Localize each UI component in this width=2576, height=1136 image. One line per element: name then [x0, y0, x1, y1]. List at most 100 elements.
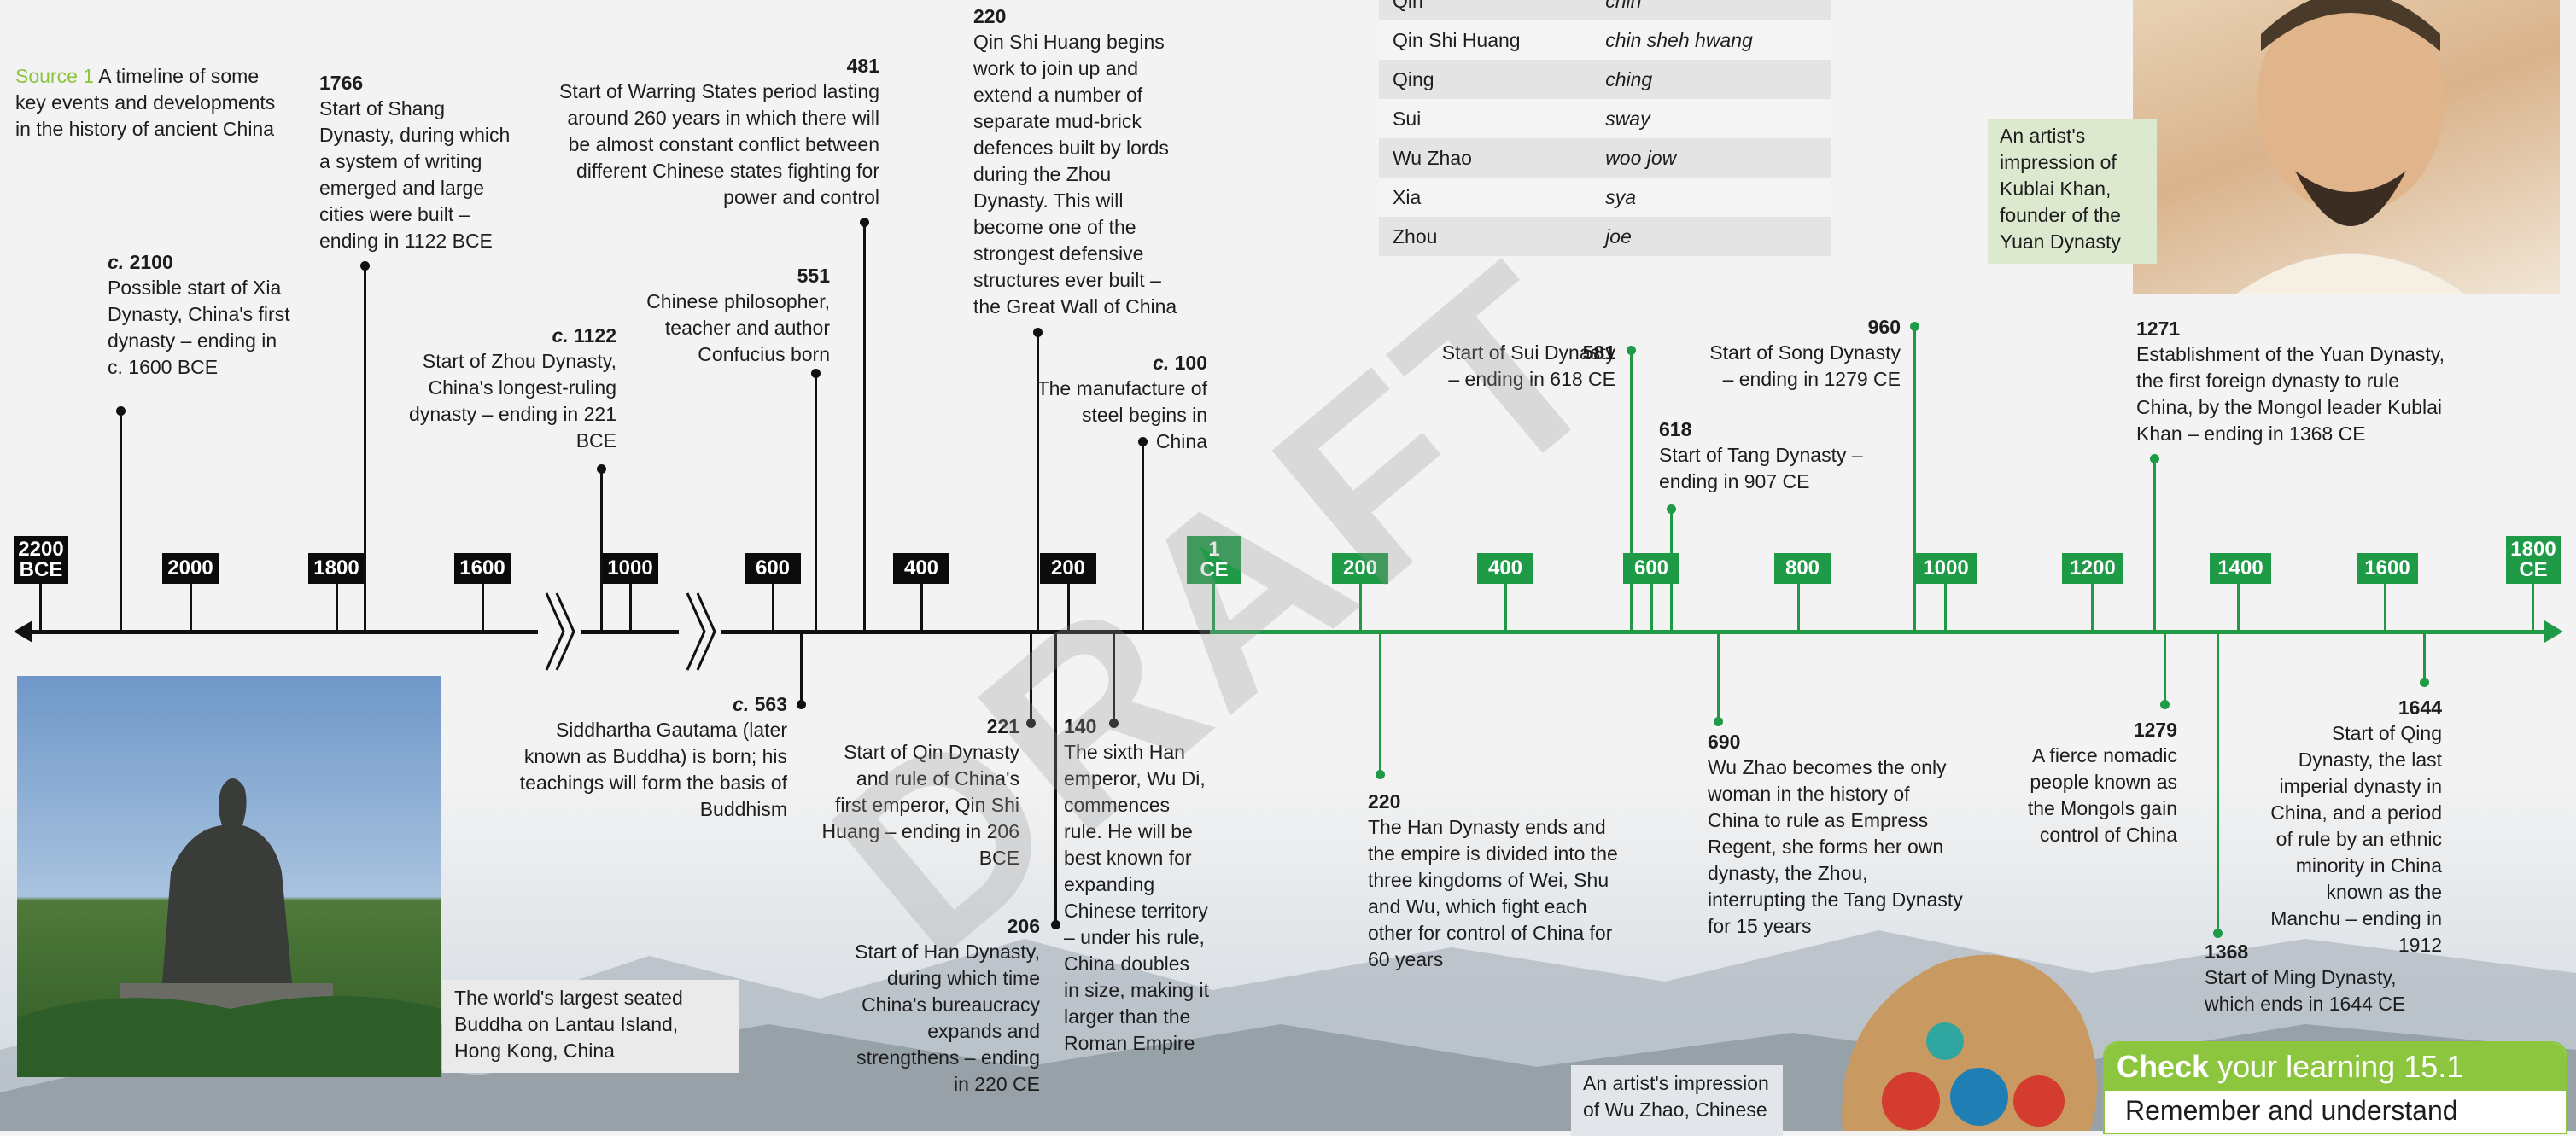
- source-label: Source 1: [15, 65, 95, 87]
- name-cell: Sui: [1379, 99, 1592, 138]
- event-year: 221: [986, 715, 1019, 737]
- name-cell: Zhou: [1379, 217, 1592, 256]
- event-stem: [1717, 633, 1720, 720]
- name-cell: Xia: [1379, 178, 1592, 217]
- event-stem: [1670, 510, 1673, 632]
- axis-tick: [1359, 584, 1362, 632]
- timeline-axis-green: [1210, 630, 2550, 634]
- event-marker: [860, 218, 869, 227]
- event-year: 618: [1659, 418, 1692, 440]
- event-year: 220: [1368, 790, 1401, 813]
- event-year: 100: [1174, 352, 1207, 374]
- axis-label-1000ce: 1000: [1915, 553, 1977, 584]
- axis-tick: [772, 584, 774, 632]
- axis-tick: [1650, 584, 1653, 632]
- event-690: 690 Wu Zhao becomes the only woman in th…: [1708, 729, 1964, 940]
- axis-label-200ce: 200: [1332, 553, 1388, 584]
- pronunciation-cell: chin sheh hwang: [1592, 20, 1831, 60]
- name-cell: Wu Zhao: [1379, 138, 1592, 178]
- event-stem: [1054, 633, 1057, 922]
- axis-label-1000: 1000: [602, 553, 658, 584]
- event-1766: 1766 Start of Shang Dynasty, during whic…: [319, 70, 524, 254]
- axis-tick: [2091, 584, 2094, 632]
- event-stem: [1037, 333, 1039, 632]
- axis-label-800ce: 800: [1774, 553, 1831, 584]
- pronunciation-cell: woo jow: [1592, 138, 1831, 178]
- event-year: 140: [1064, 715, 1097, 737]
- event-marker: [116, 406, 126, 416]
- event-960: 960 Start of Song Dynasty – ending in 12…: [1708, 314, 1901, 393]
- event-text: Start of Ming Dynasty, which ends in 164…: [2205, 966, 2406, 1015]
- event-text: Possible start of Xia Dynasty, China's f…: [108, 277, 290, 378]
- event-618: 618 Start of Tang Dynasty – ending in 90…: [1659, 417, 1864, 495]
- axis-label-600: 600: [745, 553, 801, 584]
- event-marker: [1033, 328, 1043, 337]
- pronunciation-cell: ching: [1592, 60, 1831, 99]
- event-year: 581: [1582, 341, 1615, 364]
- event-marker: [360, 261, 370, 271]
- event-stem: [1379, 633, 1381, 773]
- source-caption: Source 1 A timeline of some key events a…: [15, 63, 289, 143]
- axis-label-400ce: 400: [1477, 553, 1533, 584]
- axis-label-400: 400: [893, 553, 949, 584]
- axis-tick: [39, 584, 42, 632]
- event-stem: [2217, 633, 2219, 932]
- event-year: 960: [1867, 316, 1901, 338]
- event-marker: [1714, 717, 1723, 726]
- event-140: 140 The sixth Han emperor, Wu Di, commen…: [1064, 714, 1209, 1057]
- event-text: The Han Dynasty ends and the empire is d…: [1368, 816, 1618, 970]
- wuzhao-headdress-image: [1808, 913, 2116, 1131]
- buddha-caption: The world's largest seated Buddha on Lan…: [442, 980, 739, 1073]
- event-marker: [2213, 929, 2223, 938]
- event-marker: [1627, 346, 1636, 355]
- event-text: Start of Warring States period lasting a…: [559, 80, 879, 208]
- event-text: Wu Zhao becomes the only woman in the hi…: [1708, 756, 1963, 937]
- event-c1122: c. 1122 Start of Zhou Dynasty, China's l…: [406, 323, 616, 454]
- event-year: 563: [754, 693, 787, 715]
- event-text: Start of Zhou Dynasty, China's longest-r…: [409, 350, 616, 451]
- axis-label-1400ce: 1400: [2210, 553, 2271, 584]
- year-prefix: c.: [733, 693, 750, 715]
- event-text: The manufacture of steel begins in China: [1037, 377, 1207, 452]
- event-text: Start of Song Dynasty – ending in 1279 C…: [1709, 341, 1901, 390]
- event-220bce: 220 Qin Shi Huang begins work to join up…: [973, 3, 1187, 320]
- event-marker: [1109, 719, 1119, 728]
- axis-label-2000: 2000: [162, 553, 219, 584]
- timeline-axis-black: [19, 630, 1210, 634]
- event-text: Chinese philosopher, teacher and author …: [646, 290, 830, 365]
- axis-tick: [1504, 584, 1507, 632]
- event-stem: [1030, 633, 1032, 722]
- check-header: Check your learning 15.1: [2105, 1043, 2566, 1091]
- event-stem: [364, 266, 366, 632]
- axis-tick: [629, 584, 632, 632]
- event-marker: [1910, 322, 1919, 331]
- event-text: Start of Qing Dynasty, the last imperial…: [2270, 722, 2442, 956]
- axis-tick: [920, 584, 923, 632]
- event-text: Establishment of the Yuan Dynasty, the f…: [2136, 343, 2445, 445]
- check-subheading: Remember and understand: [2125, 1095, 2458, 1126]
- event-stem: [863, 223, 866, 632]
- kublai-khan-portrait: [2133, 0, 2560, 294]
- event-1368: 1368 Start of Ming Dynasty, which ends i…: [2205, 939, 2444, 1017]
- axis-tick: [190, 584, 192, 632]
- event-stem: [1913, 327, 1916, 632]
- axis-break-2: [679, 589, 721, 674]
- event-c563: c. 563 Siddhartha Gautama (later known a…: [495, 691, 787, 823]
- event-year: 481: [846, 55, 879, 77]
- event-stem: [1113, 633, 1115, 722]
- event-year: 1279: [2133, 719, 2177, 741]
- pronunciation-cell: sya: [1592, 178, 1831, 217]
- axis-tick: [1212, 584, 1215, 632]
- pronunciation-cell: joe: [1592, 217, 1831, 256]
- event-year: 1368: [2205, 941, 2249, 963]
- event-year: 690: [1708, 731, 1741, 753]
- wuzhao-caption: An artist's impression of Wu Zhao, Chine…: [1571, 1065, 1783, 1136]
- event-text: Start of Sui Dynasty – ending in 618 CE: [1441, 341, 1615, 390]
- check-rest: your learning 15.1: [2217, 1049, 2464, 1084]
